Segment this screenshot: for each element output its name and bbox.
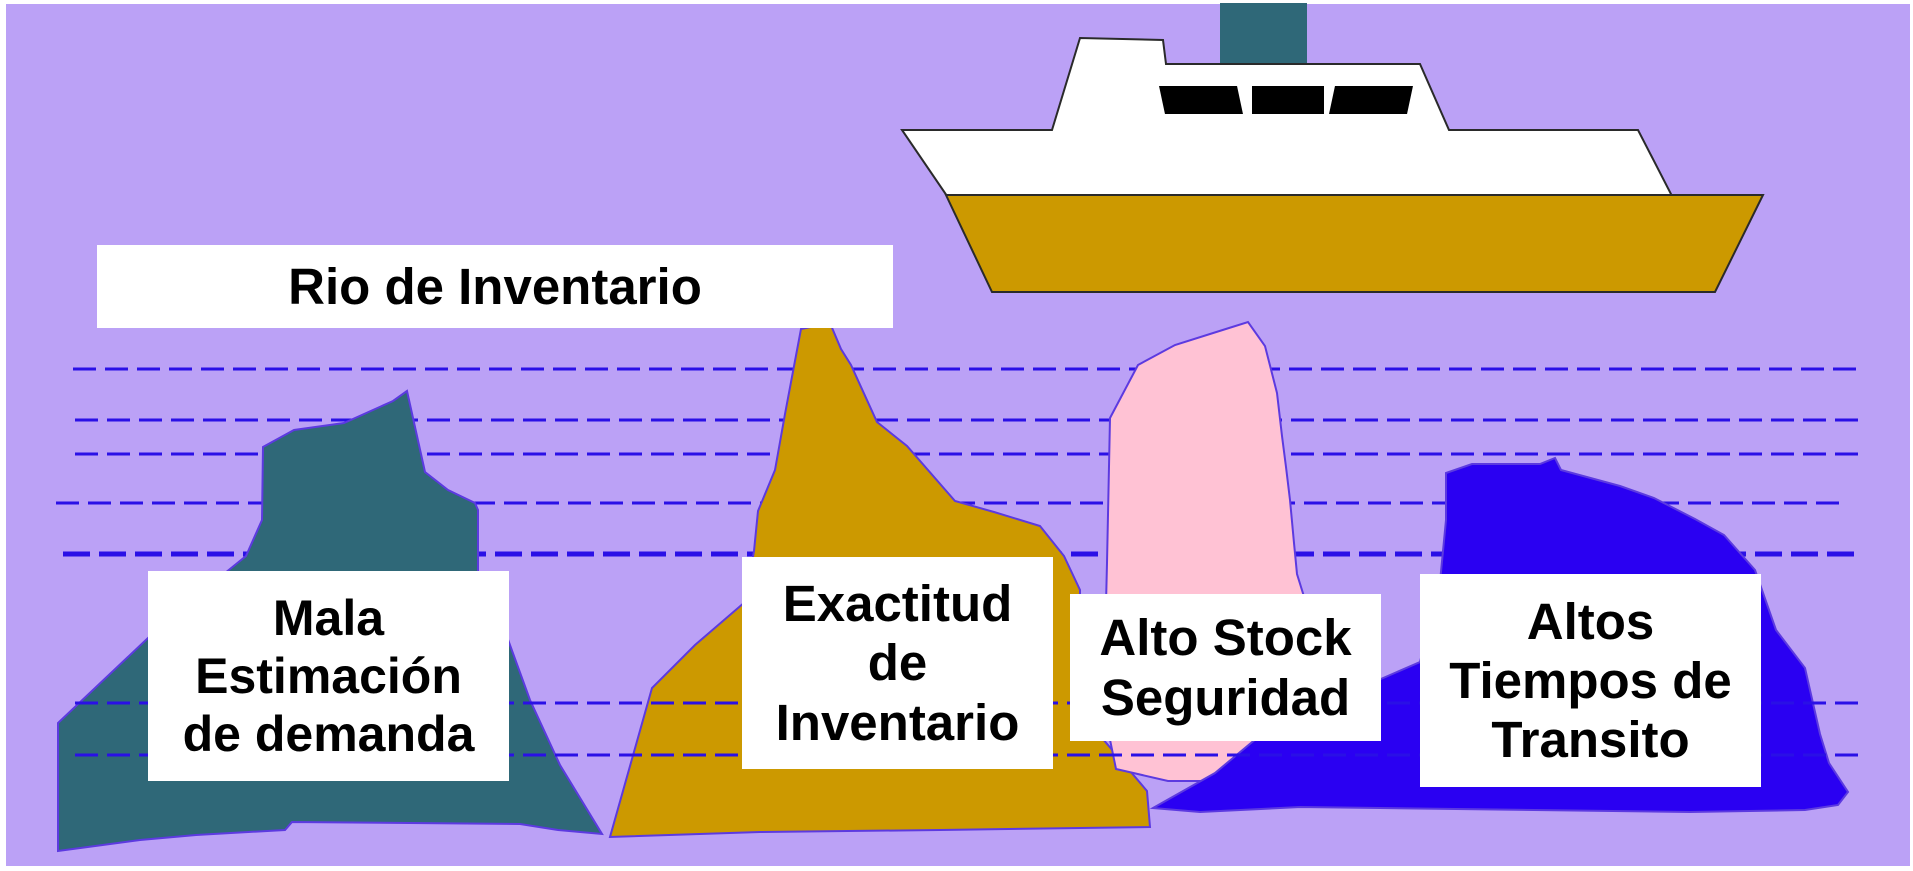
- rock-label-line: de demanda: [182, 706, 475, 762]
- rock-label-altos-tiempos: Altos Tiempos de Transito: [1420, 574, 1761, 787]
- rock-label-line: de: [867, 634, 928, 692]
- ship-window: [1159, 86, 1243, 114]
- rock-label-line: Tiempos de: [1449, 651, 1732, 709]
- rock-label-line: Altos: [1526, 592, 1655, 650]
- rock-label-line: Estimación: [195, 648, 462, 704]
- rock-label-line: Seguridad: [1100, 668, 1351, 726]
- ship-funnel: [1220, 3, 1307, 67]
- rock-label-line: Transito: [1491, 711, 1690, 769]
- rock-label-alto-stock: Alto Stock Seguridad: [1070, 594, 1381, 741]
- rock-label-text: Exactitud de Inventario: [776, 574, 1020, 751]
- rock-label-text: Alto Stock Seguridad: [1099, 608, 1351, 726]
- diagram-title-text: Rio de Inventario: [288, 257, 702, 315]
- rock-label-line: Mala: [272, 590, 385, 646]
- ship-icon: [900, 3, 1765, 293]
- ship-window: [1329, 86, 1413, 114]
- diagram-title: Rio de Inventario: [97, 245, 893, 328]
- rock-label-mala-estimacion: Mala Estimación de demanda: [148, 571, 509, 781]
- rock-label-line: Exactitud: [782, 575, 1013, 633]
- ship-hull: [944, 194, 1765, 293]
- rock-label-exactitud: Exactitud de Inventario: [742, 557, 1053, 769]
- rock-label-line: Inventario: [775, 693, 1020, 751]
- rock-label-line: Alto Stock: [1099, 609, 1352, 667]
- ship-window: [1252, 86, 1324, 114]
- rock-label-text: Altos Tiempos de Transito: [1449, 592, 1731, 769]
- rock-label-text: Mala Estimación de demanda: [183, 589, 475, 763]
